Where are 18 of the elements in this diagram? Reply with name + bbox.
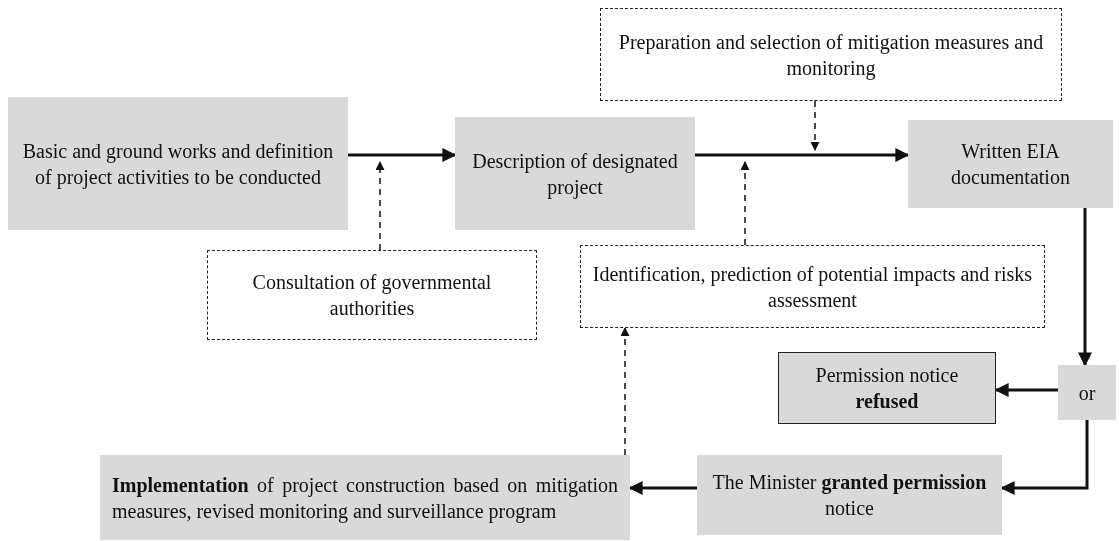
decision-box: or [1058, 365, 1116, 420]
process-box: Written EIA documentation [908, 120, 1113, 208]
arrow [375, 161, 385, 251]
process-box: Description of designated project [455, 117, 695, 230]
arrow [810, 100, 820, 151]
input-box: Identification, prediction of potential impacts and risks assessment [580, 245, 1045, 328]
arrow [994, 383, 1058, 397]
input-box: Consultation of governmental authorities [207, 250, 537, 340]
arrow [740, 161, 750, 246]
arrow [695, 148, 910, 162]
outcome-box: Permission notice refused [778, 352, 996, 424]
arrow [620, 327, 630, 456]
process-box: Basic and ground works and definition of project activities to be conducted [8, 97, 348, 230]
arrow [1078, 208, 1092, 367]
input-box: Preparation and selection of mitigation measures and monitoring [600, 8, 1062, 101]
outcome-box: The Minister granted permission notice [697, 455, 1002, 535]
arrow [348, 148, 457, 162]
process-box: Implementation of project construction based on mitigation measures, revised monitoring and surveillance program [100, 455, 630, 540]
